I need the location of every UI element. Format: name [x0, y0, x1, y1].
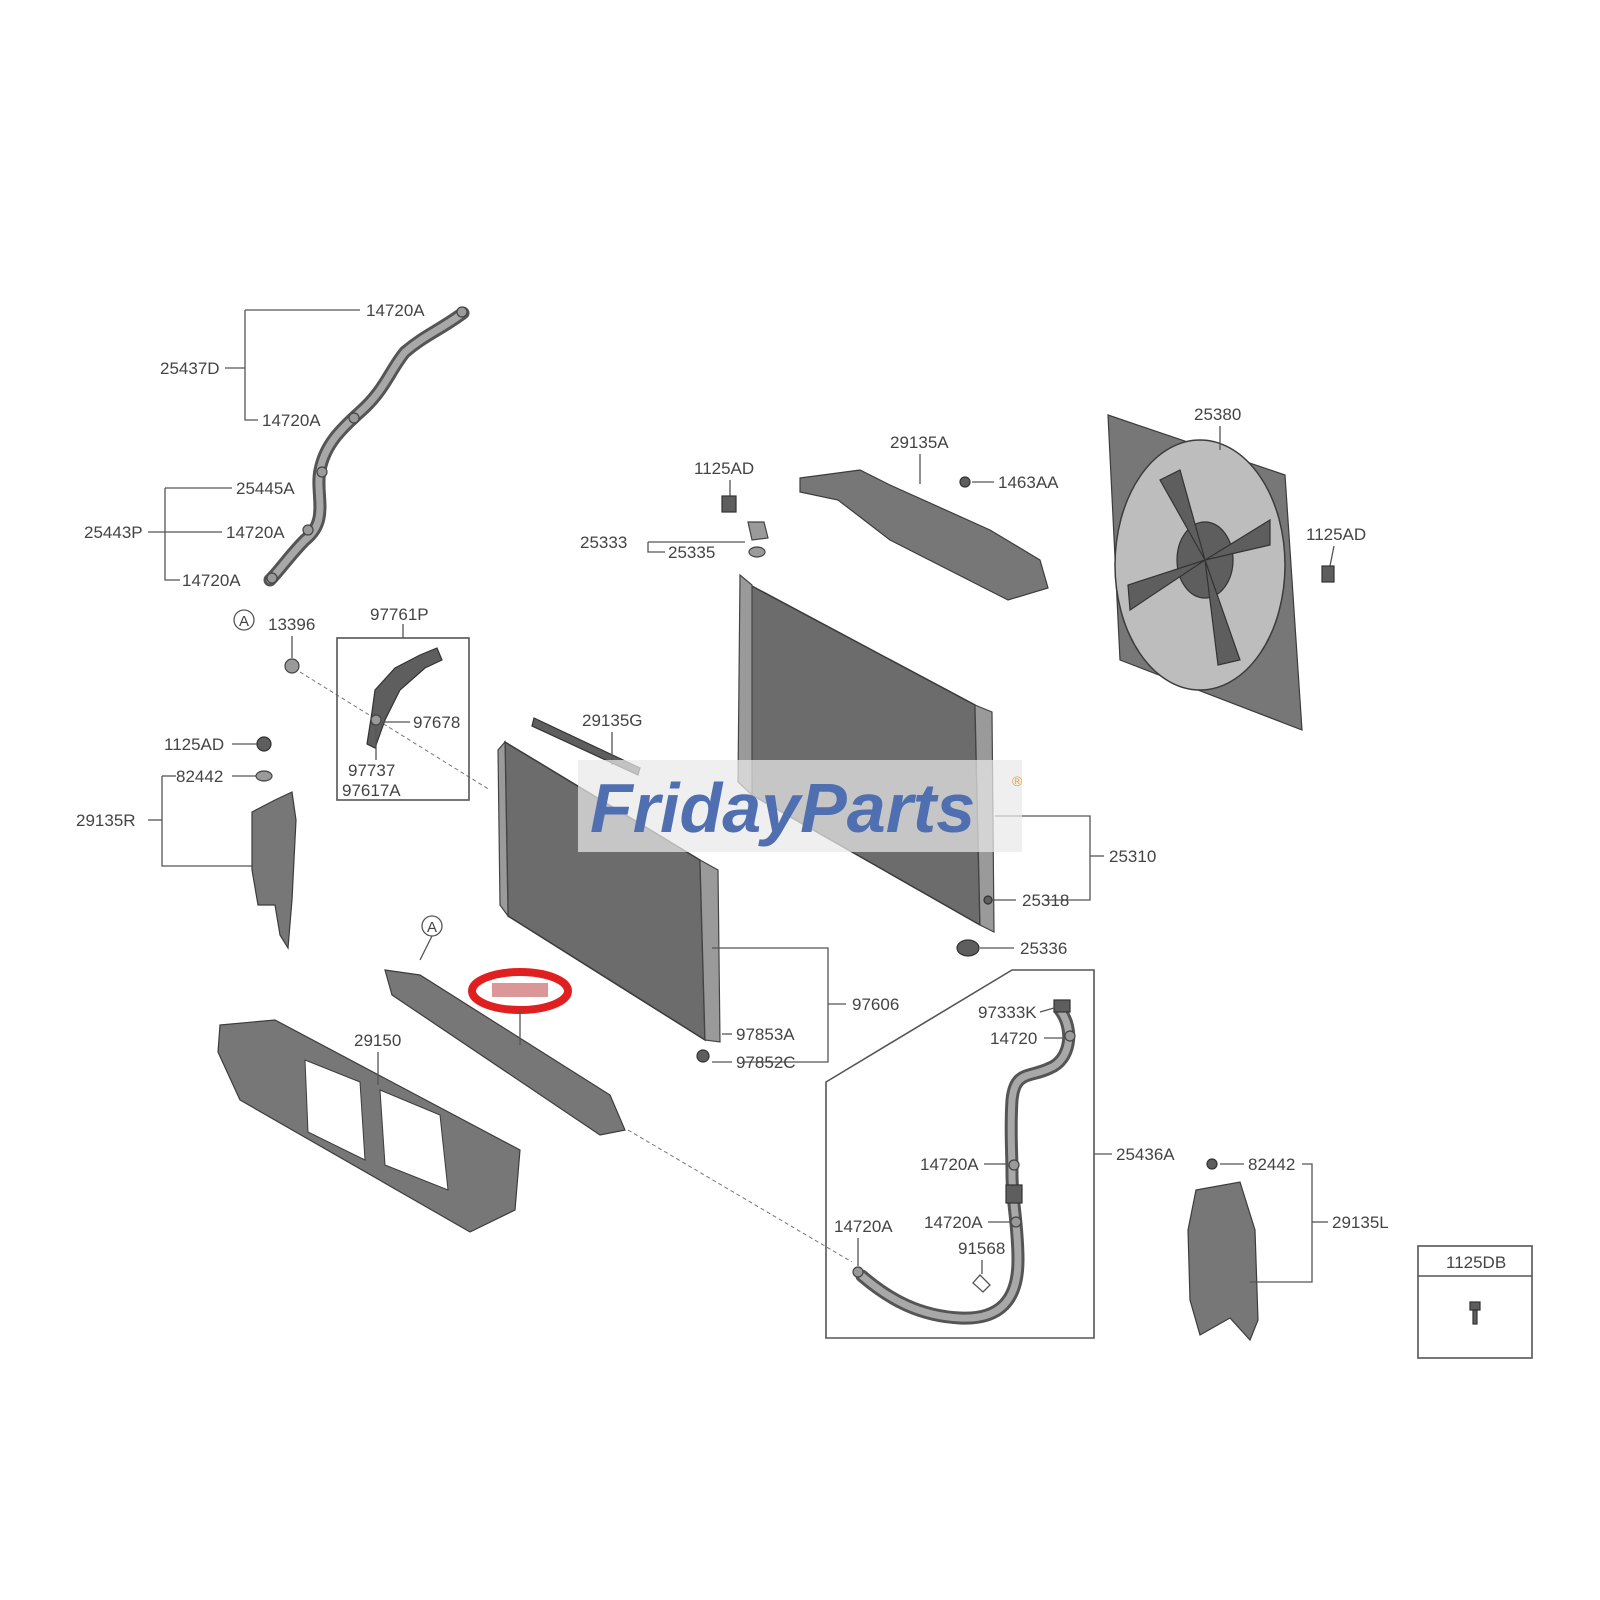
label-29135l: 29135L [1332, 1213, 1389, 1232]
label-97852c: 97852C [736, 1053, 796, 1072]
watermark-brand: FridayParts [590, 769, 975, 847]
label-1125ad-left: 1125AD [164, 735, 224, 754]
bolt-1125ad-left [256, 736, 272, 752]
upper-hose-assembly [263, 306, 470, 587]
seal-25335 [748, 546, 766, 558]
label-14720a-6: 14720A [924, 1213, 983, 1232]
upper-hose-leaders [148, 309, 360, 581]
bolt-1125ad-right [1321, 565, 1335, 583]
reference-mark-a-lower: A [421, 915, 443, 937]
label-25437d: 25437D [160, 359, 220, 378]
air-guard-29135a [799, 469, 1049, 601]
label-25380: 25380 [1194, 405, 1241, 424]
label-14720a-2: 14720A [262, 411, 321, 430]
label-25333: 25333 [580, 533, 627, 552]
label-25445a: 25445A [236, 479, 295, 498]
label-25436a: 25436A [1116, 1145, 1175, 1164]
fan-shroud-25380 [1107, 414, 1303, 731]
label-97761p: 97761P [370, 605, 429, 624]
cap-25336 [956, 939, 980, 957]
label-97617a: 97617A [342, 781, 401, 800]
clip-97852c [696, 1049, 710, 1063]
label-97853a: 97853A [736, 1025, 795, 1044]
label-1125ad-mid: 1125AD [694, 459, 754, 478]
label-14720a-7: 14720A [834, 1217, 893, 1236]
label-29150: 29150 [354, 1031, 401, 1050]
label-91568: 91568 [958, 1239, 1005, 1258]
reference-mark-a-upper: A [233, 609, 255, 631]
label-13396: 13396 [268, 615, 315, 634]
label-25335: 25335 [668, 543, 715, 562]
table-1125db: 1125DB [1417, 1245, 1533, 1359]
label-25336: 25336 [1020, 939, 1067, 958]
bracket-25333 [747, 521, 769, 541]
label-14720a-5: 14720A [920, 1155, 979, 1174]
radiator-25310 [737, 573, 995, 933]
oil-cooler [384, 969, 626, 1136]
svg-text:A: A [427, 919, 437, 936]
label-97737: 97737 [348, 761, 395, 780]
label-14720a-3: 14720A [226, 523, 285, 542]
label-29135a: 29135A [890, 433, 949, 452]
label-25318: 25318 [1022, 891, 1069, 910]
watermark-registered-mark: ® [1012, 773, 1023, 789]
bracket-97761p [366, 647, 443, 749]
label-14720a-4: 14720A [182, 571, 241, 590]
label-82442-left: 82442 [176, 767, 223, 786]
air-guard-29150 [217, 1019, 521, 1233]
label-97606: 97606 [852, 995, 899, 1014]
air-guard-29135r [251, 791, 297, 950]
label-25310: 25310 [1109, 847, 1156, 866]
label-1125db: 1125DB [1446, 1253, 1506, 1272]
clip-82442-right [1206, 1158, 1218, 1170]
label-25443p: 25443P [84, 523, 143, 542]
lower-hose-assembly [852, 999, 1076, 1325]
air-guard-29135l [1187, 1181, 1259, 1342]
label-82442-right: 82442 [1248, 1155, 1295, 1174]
clip-13396 [284, 658, 300, 674]
label-14720a-top: 14720A [366, 301, 425, 320]
label-1125ad-right: 1125AD [1306, 525, 1366, 544]
bolt-1125ad-mid [721, 495, 737, 513]
clip-1463aa [959, 476, 971, 488]
label-97333k: 97333K [978, 1003, 1037, 1022]
label-97678: 97678 [413, 713, 460, 732]
label-1463aa: 1463AA [998, 473, 1059, 492]
highlighted-part-number [492, 983, 548, 997]
clip-82442-left [255, 770, 273, 782]
label-14720: 14720 [990, 1029, 1037, 1048]
label-29135r: 29135R [76, 811, 136, 830]
watermark: FridayParts ® [578, 760, 1023, 852]
svg-text:A: A [239, 613, 249, 630]
label-29135g: 29135G [582, 711, 643, 730]
